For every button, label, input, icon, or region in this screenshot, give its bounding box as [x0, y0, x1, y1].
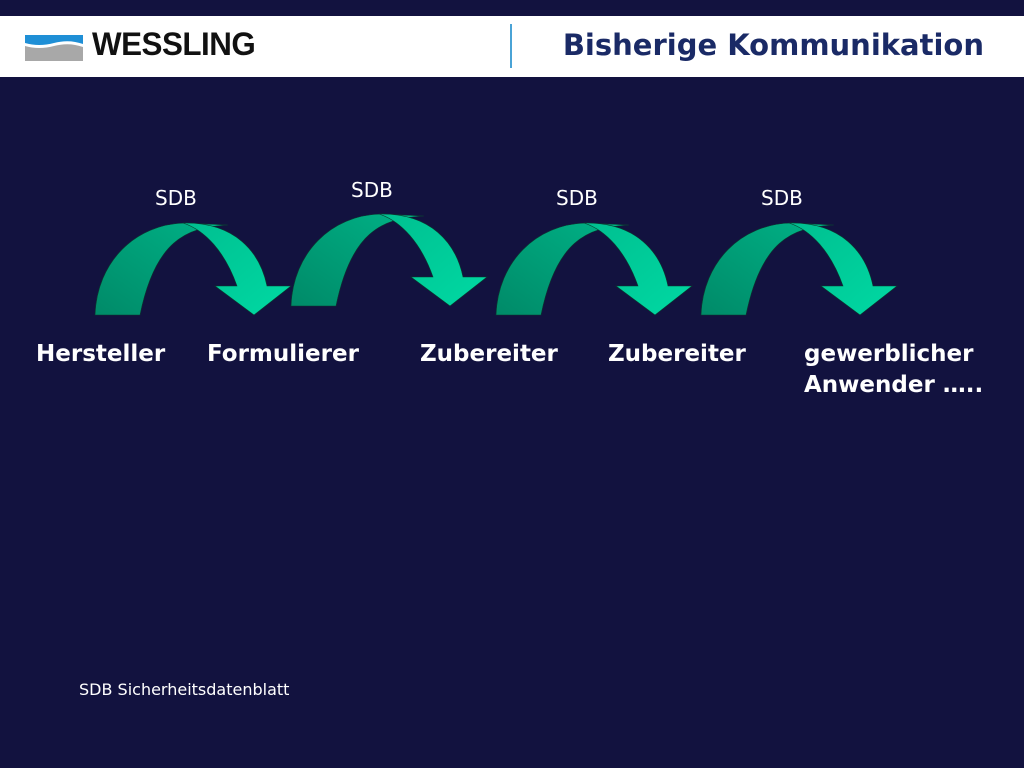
- node-formulierer: Formulierer: [207, 341, 359, 367]
- node-zubereiter-1: Zubereiter: [420, 341, 558, 367]
- page-title: Bisherige Kommunikation: [562, 28, 984, 62]
- arrow-label-1: SDB: [155, 186, 197, 210]
- curved-arrow-3: [495, 222, 693, 316]
- node-hersteller: Hersteller: [36, 341, 166, 367]
- wessling-logo-icon: [25, 35, 83, 61]
- footnote: SDB Sicherheitsdatenblatt: [79, 680, 290, 699]
- node-gewerblicher: gewerblicher: [804, 341, 974, 367]
- curved-arrow-2: [290, 213, 488, 307]
- header-divider: [510, 24, 512, 68]
- logo-wordmark: WESSLING: [92, 26, 256, 62]
- curved-arrow-1: [94, 222, 292, 316]
- arrow-label-4: SDB: [761, 186, 803, 210]
- header-bar: WESSLING Bisherige Kommunikation: [0, 16, 1024, 77]
- node-anwender: Anwender …..: [804, 372, 984, 398]
- arrow-label-2: SDB: [351, 178, 393, 202]
- curved-arrow-4: [700, 222, 898, 316]
- arrow-label-3: SDB: [556, 186, 598, 210]
- node-zubereiter-2: Zubereiter: [608, 341, 746, 367]
